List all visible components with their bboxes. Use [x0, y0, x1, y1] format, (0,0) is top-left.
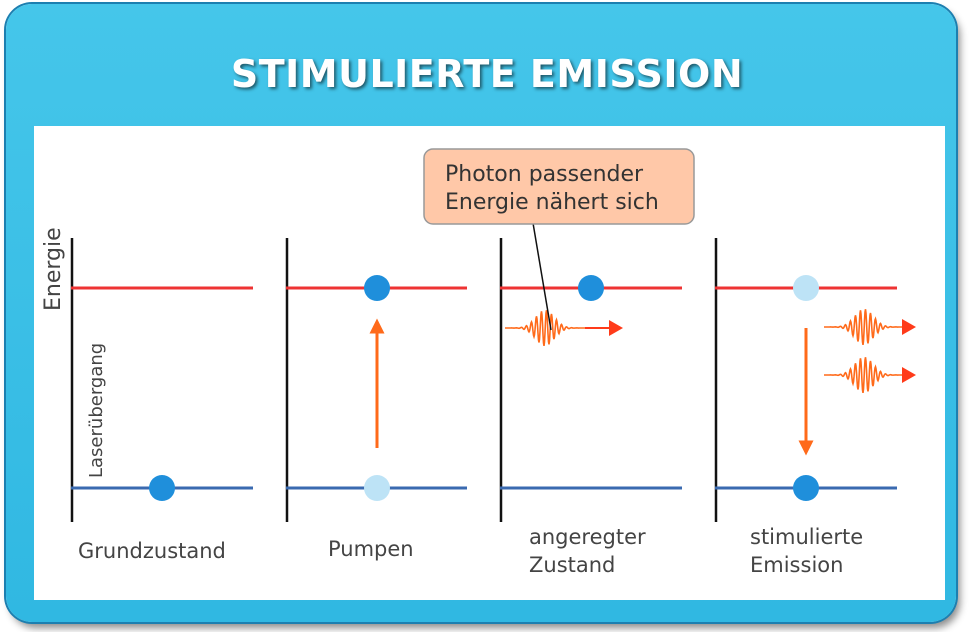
photon-arrowhead: [902, 367, 916, 383]
frame: STIMULIERTE EMISSION Energie Laserüberga…: [6, 4, 956, 622]
laser-transition-label: Laserübergang: [86, 343, 107, 478]
callout-box: [423, 148, 695, 225]
photon-wave: [824, 309, 904, 346]
energy-axis-label: Energie: [41, 227, 66, 311]
stage-stimulated-emission: stimulierte Emission: [714, 238, 916, 577]
electron: [149, 475, 175, 501]
photon-wave: [824, 357, 904, 394]
stage-pumping: Pumpen: [285, 238, 467, 561]
stage-label: stimulierte: [750, 525, 863, 549]
photon-icon: [824, 357, 916, 394]
callout-pointer: [532, 222, 552, 331]
stage-excited-state: angeregter Zustand: [499, 238, 682, 577]
electron-faded: [364, 475, 390, 501]
diagram-panel: Energie Laserübergang Grundzustand Pumpe…: [34, 126, 945, 600]
electron: [364, 275, 390, 301]
photon-icon: [824, 309, 916, 346]
stage-label: Pumpen: [328, 537, 414, 561]
callout-line2: Energie nähert sich: [445, 190, 659, 215]
photon-wave: [505, 310, 585, 347]
photon-icon: [505, 310, 623, 347]
electron: [793, 475, 819, 501]
stage-label: angeregter: [529, 525, 646, 549]
stage-ground-state: Grundzustand: [70, 238, 253, 563]
electron: [578, 275, 604, 301]
stage-label: Grundzustand: [78, 539, 226, 563]
electron-faded: [793, 275, 819, 301]
callout-line1: Photon passender: [445, 162, 644, 187]
page-title: STIMULIERTE EMISSION: [230, 52, 744, 96]
stage-label-line2: Zustand: [529, 553, 615, 577]
photon-arrowhead: [902, 319, 916, 335]
energy-level-diagram: Energie Laserübergang Grundzustand Pumpe…: [41, 148, 916, 577]
photon-arrowhead: [609, 320, 623, 336]
callout: Photon passender Energie nähert sich: [423, 148, 695, 331]
stage-label-line2: Emission: [750, 553, 843, 577]
